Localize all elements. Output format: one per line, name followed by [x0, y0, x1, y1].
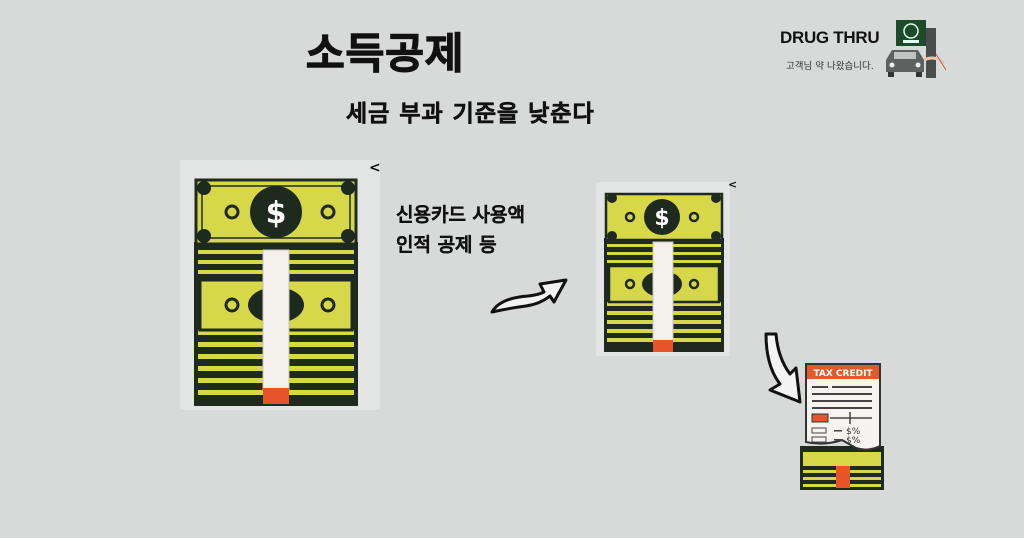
curved-arrow-icon — [488, 276, 570, 318]
down-arrow-icon — [762, 332, 806, 408]
description-line-1: 신용카드 사용액 — [396, 204, 525, 226]
description-line-2: 인적 공제 등 — [396, 234, 497, 256]
tax-credit-document-image: TAX CREDIT $% $% — [798, 362, 888, 492]
svg-text:$%: $% — [846, 427, 861, 437]
description-text: 신용카드 사용액 인적 공제 등 — [396, 200, 525, 260]
dollar-icon: $ — [266, 196, 287, 231]
page-subtitle: 세금 부과 기준을 낮춘다 — [346, 101, 595, 128]
brand-logo-icon — [884, 20, 947, 78]
money-stack-large-image: $ — [180, 160, 380, 410]
brand-tagline: 고객님 약 나왔습니다. — [786, 61, 874, 72]
cursor-mark-icon: < — [369, 160, 381, 176]
tax-credit-header: TAX CREDIT — [813, 369, 873, 379]
brand-name: DRUG THRU — [780, 28, 880, 47]
page-title: 소득공제 — [305, 28, 465, 78]
svg-text:$%: $% — [846, 436, 861, 446]
cursor-mark-icon-2: < — [728, 178, 738, 191]
svg-text:$: $ — [654, 206, 669, 231]
money-stack-medium-image: $ — [596, 182, 730, 356]
